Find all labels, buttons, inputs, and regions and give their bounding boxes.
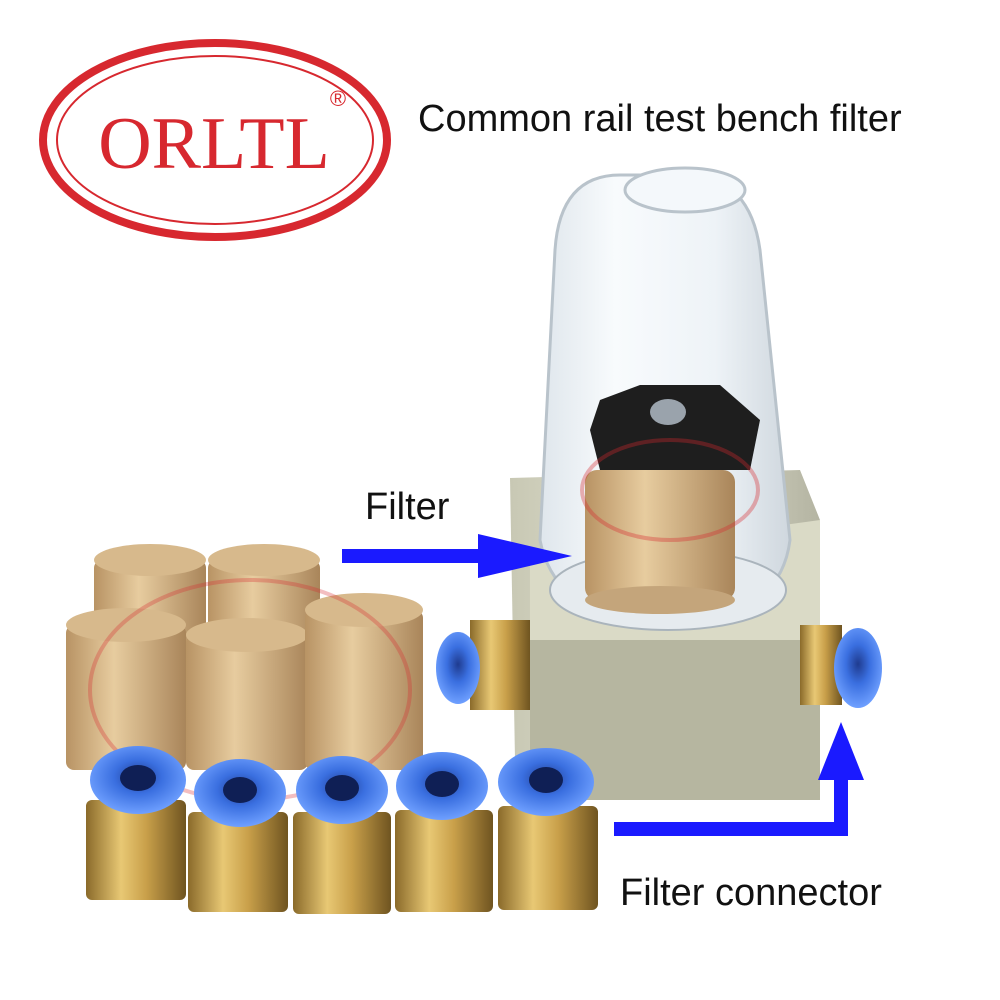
filter-arrow	[342, 534, 572, 578]
filter-label: Filter	[365, 486, 450, 528]
page-title: Common rail test bench filter	[418, 98, 902, 140]
housing-side-fittings	[436, 620, 882, 710]
brand-logo: ORLTL ®	[39, 39, 391, 241]
push-fitting	[293, 756, 391, 914]
push-fitting	[395, 752, 493, 912]
push-fittings	[86, 746, 598, 914]
filter-connector-label: Filter connector	[620, 872, 882, 914]
connector-arrow	[614, 722, 864, 836]
push-fitting	[86, 746, 186, 900]
logo-text: ORLTL	[98, 103, 330, 185]
push-fitting	[188, 759, 288, 912]
spare-filter-elements	[66, 544, 423, 802]
filter-element	[66, 608, 186, 770]
filter-element	[186, 618, 308, 770]
logo-registered-mark: ®	[330, 86, 346, 111]
filter-element	[305, 593, 423, 770]
filter-housing	[510, 166, 820, 800]
push-fitting	[498, 748, 598, 910]
